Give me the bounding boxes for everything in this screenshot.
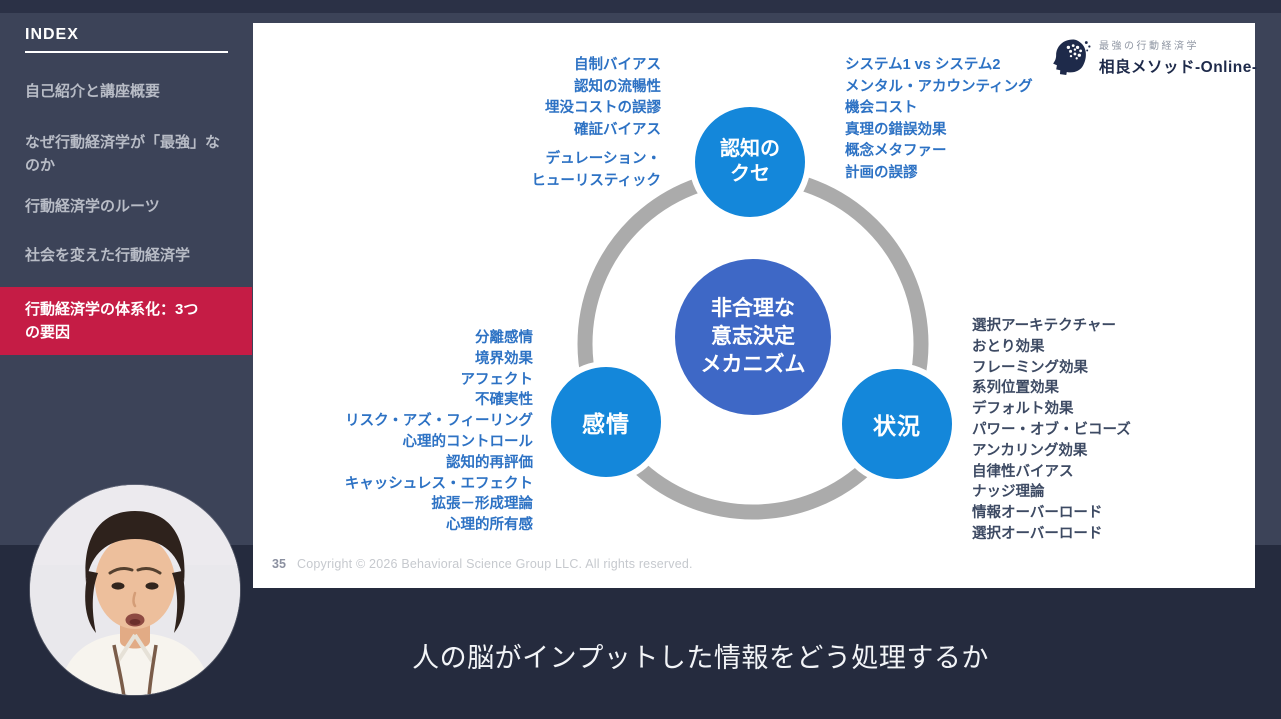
- bias-item: 情報オーバーロード: [972, 505, 1103, 522]
- bias-item: 機会コスト: [845, 100, 918, 116]
- sidebar-item-systematization-active[interactable]: 行動経済学の体系化：3つの要因: [0, 287, 252, 355]
- bias-item: システム1 vs システム2: [845, 57, 1001, 73]
- bias-item: メンタル・アカウンティング: [845, 78, 1033, 95]
- bias-item: キャッシュレス・エフェクト: [344, 475, 533, 492]
- bias-item: 認知の流暢性: [574, 78, 661, 95]
- slide-page-number: 35: [272, 557, 286, 571]
- bias-item: 不確実性: [475, 392, 533, 409]
- node-cognition: 認知の クセ: [689, 101, 811, 223]
- node-situation: 状況: [836, 363, 958, 485]
- index-underline: [25, 51, 228, 53]
- logo-text: 最強の行動経済学 相良メソッド-Online-: [1099, 37, 1258, 77]
- logo-tagline: 最強の行動経済学: [1099, 41, 1199, 52]
- subtitle-caption: 人の脳がインプットした情報をどう処理するか: [412, 643, 989, 673]
- bias-item: パワー・オブ・ビコーズ: [972, 421, 1131, 438]
- copyright-text: Copyright © 2026 Behavioral Science Grou…: [297, 557, 693, 571]
- bias-item: 概念メタファー: [845, 143, 947, 159]
- emotion-bias-list: 分離感情境界効果アフェクト不確実性リスク・アズ・フィーリング心理的コントロール認…: [345, 328, 533, 536]
- bias-item: 計画の誤謬: [845, 164, 918, 181]
- bias-item: 心理的コントロール: [402, 433, 534, 450]
- node-center-line1: 非合理な: [711, 297, 795, 320]
- node-center-line3: メカニズム: [700, 353, 806, 376]
- node-cognition-line1: 認知の: [720, 138, 780, 160]
- bias-item: 自制バイアス: [574, 57, 661, 73]
- bias-item: おとり効果: [972, 338, 1045, 355]
- brain-head-icon: [1053, 39, 1091, 76]
- bias-item: デュレーション・: [545, 151, 661, 167]
- bias-item: 埋没コストの誤謬: [545, 100, 661, 116]
- bias-item: デフォルト効果: [972, 401, 1074, 418]
- brand-logo: 最強の行動経済学 相良メソッド-Online-: [1050, 36, 1258, 78]
- bias-item: 確証バイアス: [574, 121, 661, 138]
- bias-item: リスク・アズ・フィーリング: [345, 413, 533, 430]
- bias-item: 境界効果: [475, 350, 533, 367]
- sidebar-item-why-strongest[interactable]: なぜ行動経済学が「最強」なのか: [25, 134, 221, 174]
- bias-item: 認知的再評価: [446, 454, 533, 471]
- bias-item: 分離感情: [475, 330, 533, 346]
- bias-item: アフェクト: [460, 371, 534, 388]
- node-emotion-label: 感情: [582, 411, 630, 437]
- bias-item: フレーミング効果: [972, 359, 1088, 376]
- bias-item: 真理の錯誤効果: [845, 121, 947, 138]
- bias-item: 選択アーキテクチャー: [972, 318, 1116, 334]
- sidebar-item-intro[interactable]: 自己紹介と講座概要: [25, 83, 161, 100]
- cognition-bias-list-right: システム1 vs システム2 メンタル・アカウンティング機会コスト真理の錯誤効果概…: [845, 55, 1033, 184]
- bias-item: 系列位置効果: [972, 380, 1059, 397]
- sidebar-item-roots[interactable]: 行動経済学のルーツ: [25, 198, 160, 215]
- situation-bias-list: 選択アーキテクチャーおとり効果フレーミング効果系列位置効果デフォルト効果パワー・…: [972, 316, 1131, 545]
- slide-canvas: 最強の行動経済学 相良メソッド-Online- 認知の クセ 非合理な 意志決定…: [253, 23, 1258, 588]
- bias-item: 選択オーバーロード: [972, 525, 1103, 542]
- node-central-mechanism: 非合理な 意志決定 メカニズム: [675, 259, 831, 415]
- index-title: INDEX: [25, 26, 79, 43]
- bias-item: ヒューリスティック: [531, 172, 661, 189]
- bias-item: 自律性バイアス: [972, 463, 1074, 480]
- logo-brand: 相良メソッド-Online-: [1099, 59, 1258, 76]
- node-center-line2: 意志決定: [711, 325, 795, 348]
- node-situation-label: 状況: [873, 413, 921, 439]
- sidebar-item-social-impact[interactable]: 社会を変えた行動経済学: [25, 247, 191, 264]
- bias-item: 拡張－形成理論: [431, 496, 534, 513]
- index-sidebar: INDEX 自己紹介と講座概要 なぜ行動経済学が「最強」なのか 行動経済学のルー…: [0, 13, 252, 545]
- top-strip: [0, 0, 1281, 13]
- bias-item: ナッジ理論: [972, 484, 1045, 501]
- cognition-bias-list-left: 自制バイアス認知の流暢性埋没コストの誤謬確証バイアスデュレーション・ヒューリステ…: [531, 55, 661, 192]
- node-emotion: 感情: [545, 361, 667, 483]
- bias-item: 心理的所有感: [446, 517, 533, 534]
- node-cognition-line2: クセ: [730, 163, 770, 185]
- bias-item: アンカリング効果: [972, 442, 1088, 459]
